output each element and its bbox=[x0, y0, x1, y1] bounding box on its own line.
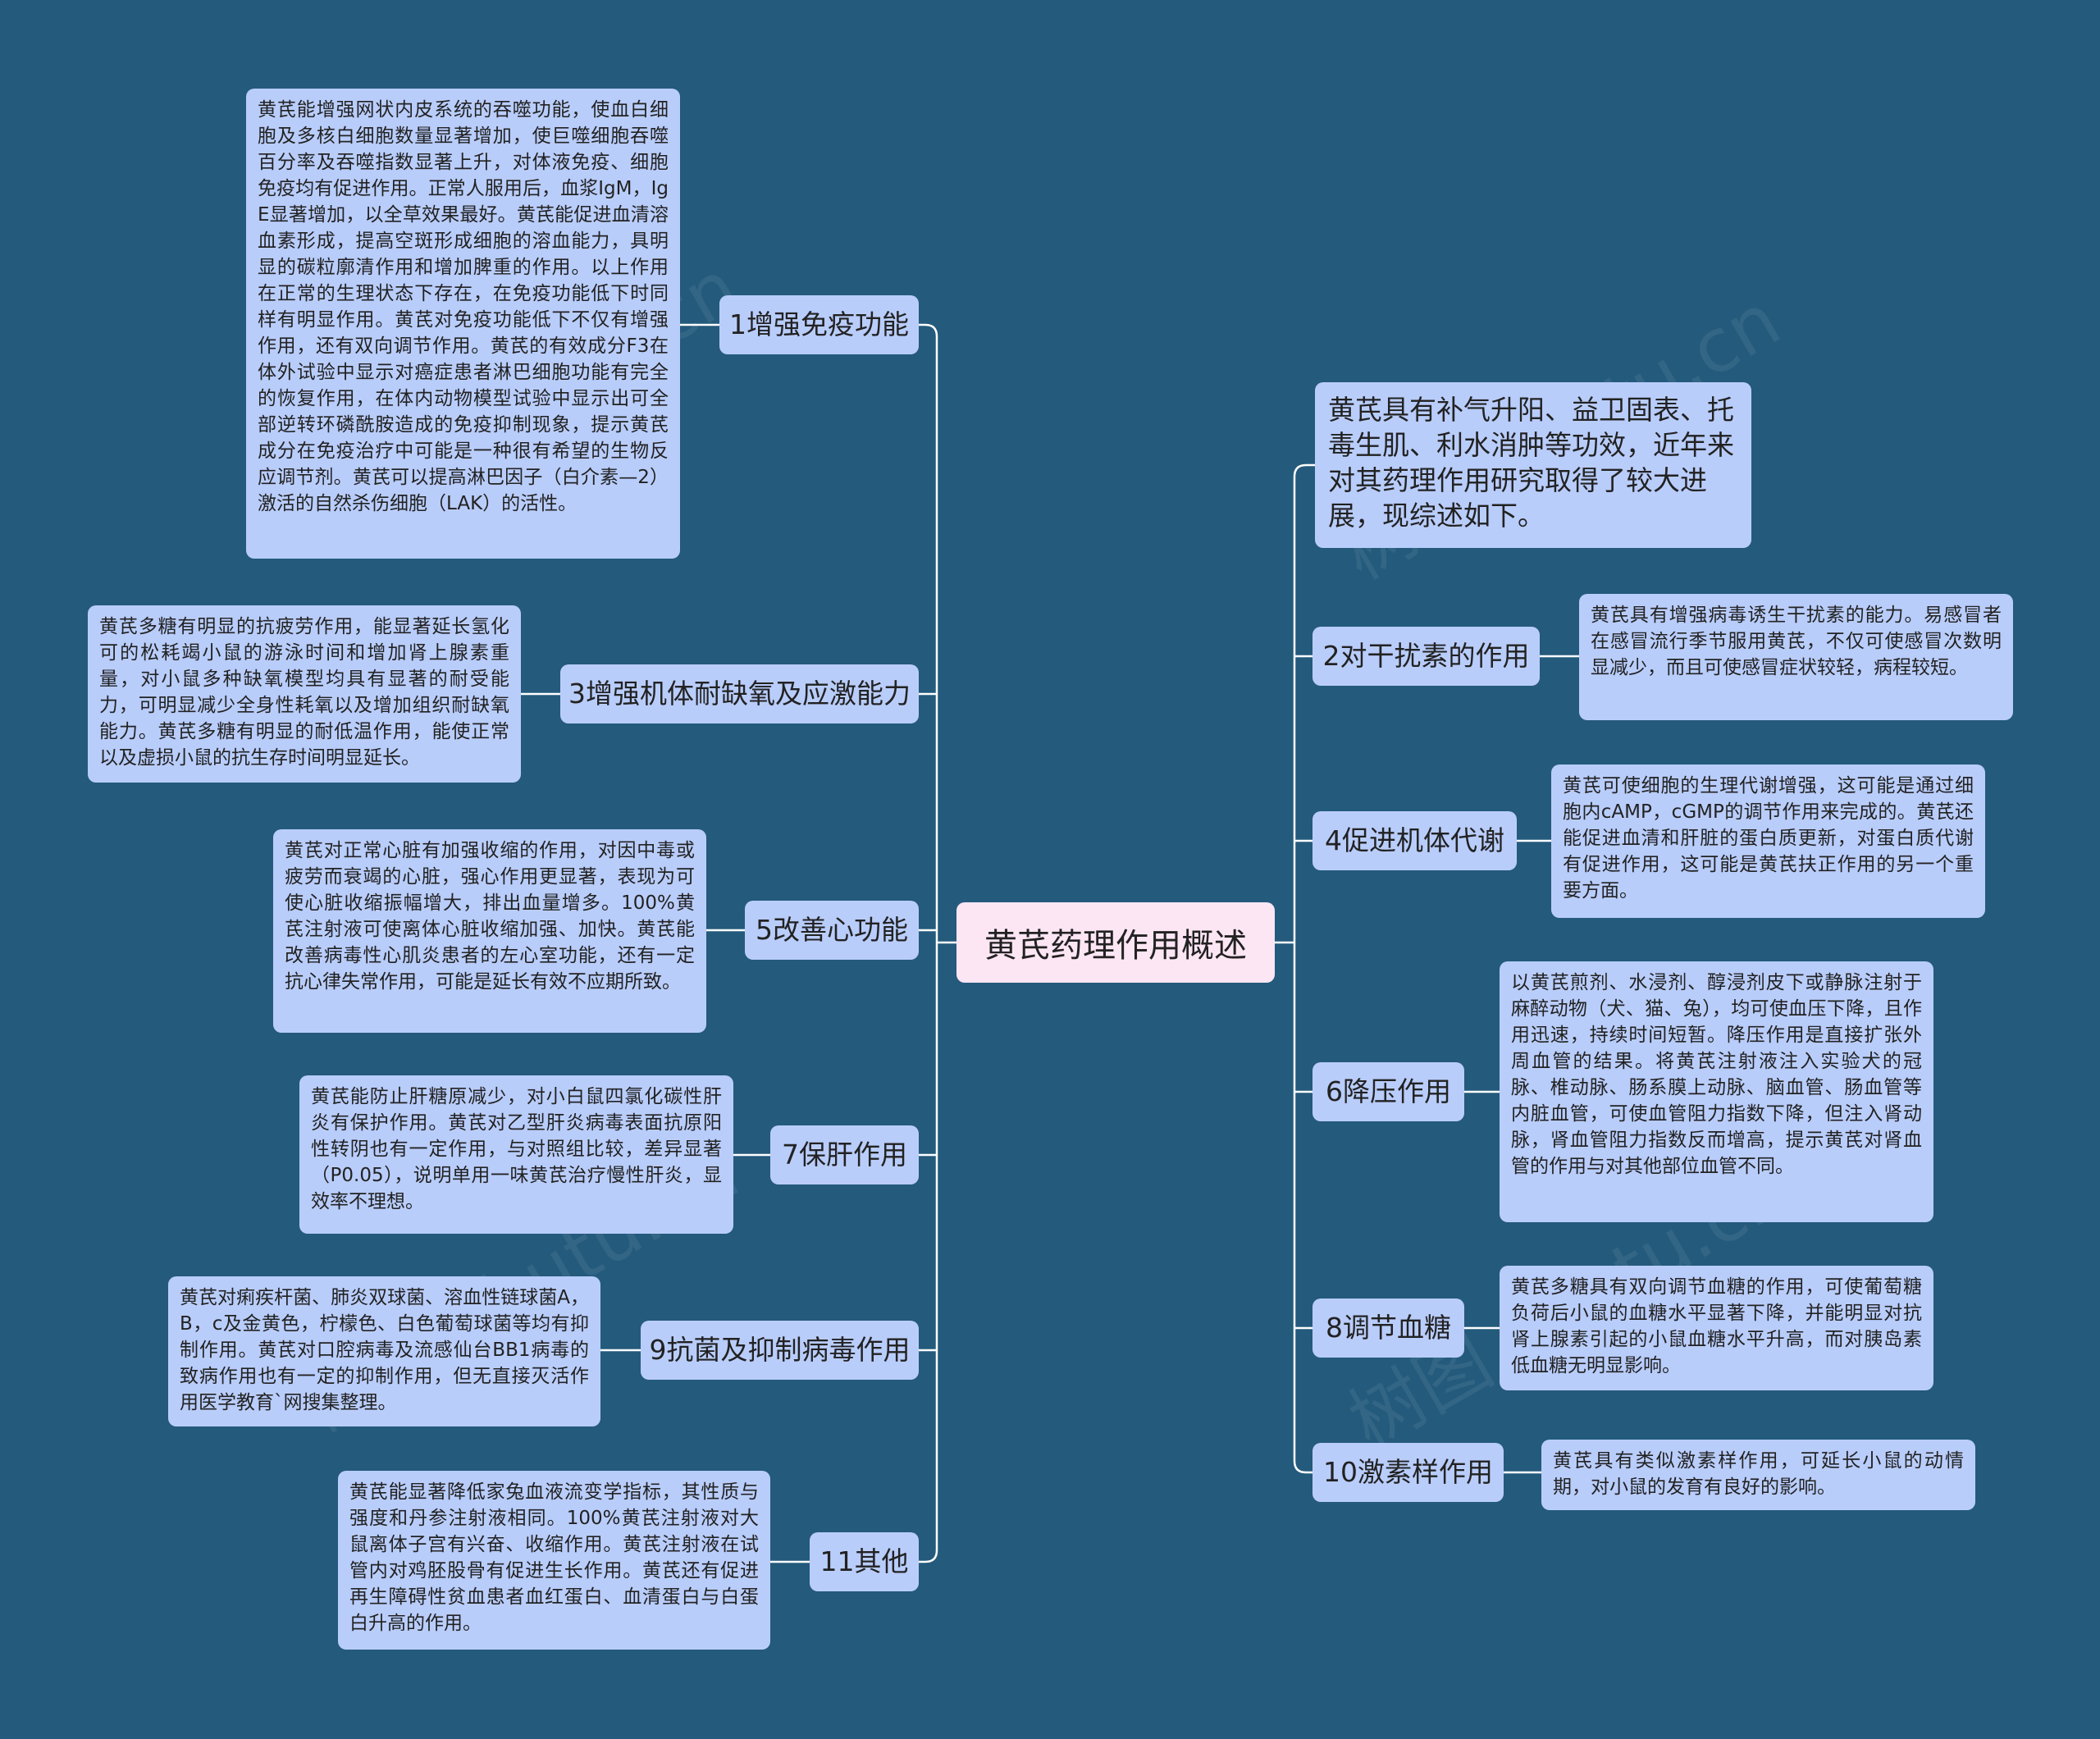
root-node[interactable]: 黄芪药理作用概述 bbox=[956, 902, 1275, 983]
detail-6-blood-pressure[interactable]: 以黄芪煎剂、水浸剂、醇浸剂皮下或静脉注射于麻醉动物（犬、猫、兔），均可使血压下降… bbox=[1500, 961, 1933, 1222]
branch-6-blood-pressure[interactable]: 6降压作用 bbox=[1312, 1062, 1464, 1121]
branch-2-interferon[interactable]: 2对干扰素的作用 bbox=[1312, 627, 1540, 686]
detail-10-hormone[interactable]: 黄芪具有类似激素样作用，可延长小鼠的动情期，对小鼠的发育有良好的影响。 bbox=[1541, 1440, 1975, 1510]
branch-5-heart[interactable]: 5改善心功能 bbox=[745, 901, 919, 960]
intro-node[interactable]: 黄芪具有补气升阳、益卫固表、托毒生肌、利水消肿等功效，近年来对其药理作用研究取得… bbox=[1315, 382, 1751, 548]
detail-1-immunity[interactable]: 黄芪能增强网状内皮系统的吞噬功能，使血白细胞及多核白细胞数量显著增加，使巨噬细胞… bbox=[246, 89, 680, 559]
detail-2-interferon[interactable]: 黄芪具有增强病毒诱生干扰素的能力。易感冒者在感冒流行季节服用黄芪，不仅可使感冒次… bbox=[1579, 594, 2013, 720]
right-branch-connector bbox=[1293, 1460, 1312, 1474]
branch-11-other[interactable]: 11其他 bbox=[810, 1532, 919, 1591]
branch-1-immunity[interactable]: 1增强免疫功能 bbox=[719, 295, 919, 354]
left-branch-connector bbox=[919, 323, 938, 337]
branch-8-blood-sugar[interactable]: 8调节血糖 bbox=[1312, 1299, 1464, 1358]
left-branch-connector bbox=[919, 1550, 938, 1563]
branch-4-metabolism[interactable]: 4促进机体代谢 bbox=[1312, 811, 1517, 870]
detail-3-hypoxia[interactable]: 黄芪多糖有明显的抗疲劳作用，能显著延长氢化可的松耗竭小鼠的游泳时间和增加肾上腺素… bbox=[88, 605, 521, 783]
detail-7-liver[interactable]: 黄芪能防止肝糖原减少，对小白鼠四氯化碳性肝炎有保护作用。黄芪对乙型肝炎病毒表面抗… bbox=[299, 1075, 733, 1234]
detail-4-metabolism[interactable]: 黄芪可使细胞的生理代谢增强，这可能是通过细胞内cAMP，cGMP的调节作用来完成… bbox=[1551, 765, 1985, 918]
branch-10-hormone[interactable]: 10激素样作用 bbox=[1312, 1443, 1504, 1502]
branch-9-antibacterial[interactable]: 9抗菌及抑制病毒作用 bbox=[641, 1321, 919, 1380]
branch-7-liver[interactable]: 7保肝作用 bbox=[770, 1125, 919, 1184]
right-branch-connector bbox=[1293, 463, 1315, 477]
detail-11-other[interactable]: 黄芪能显著降低家兔血液流变学指标，其性质与强度和丹参注射液相同。100%黄芪注射… bbox=[338, 1471, 770, 1650]
branch-3-hypoxia[interactable]: 3增强机体耐缺氧及应激能力 bbox=[560, 664, 919, 723]
detail-8-blood-sugar[interactable]: 黄芪多糖具有双向调节血糖的作用，可使葡萄糖负荷后小鼠的血糖水平显著下降，并能明显… bbox=[1500, 1266, 1933, 1390]
detail-5-heart[interactable]: 黄芪对正常心脏有加强收缩的作用，对因中毒或疲劳而衰竭的心脏，强心作用更显著，表现… bbox=[273, 829, 706, 1033]
detail-9-antibacterial[interactable]: 黄芪对痢疾杆菌、肺炎双球菌、溶血性链球菌A，B，c及金黄色，柠檬色、白色葡萄球菌… bbox=[168, 1276, 600, 1426]
